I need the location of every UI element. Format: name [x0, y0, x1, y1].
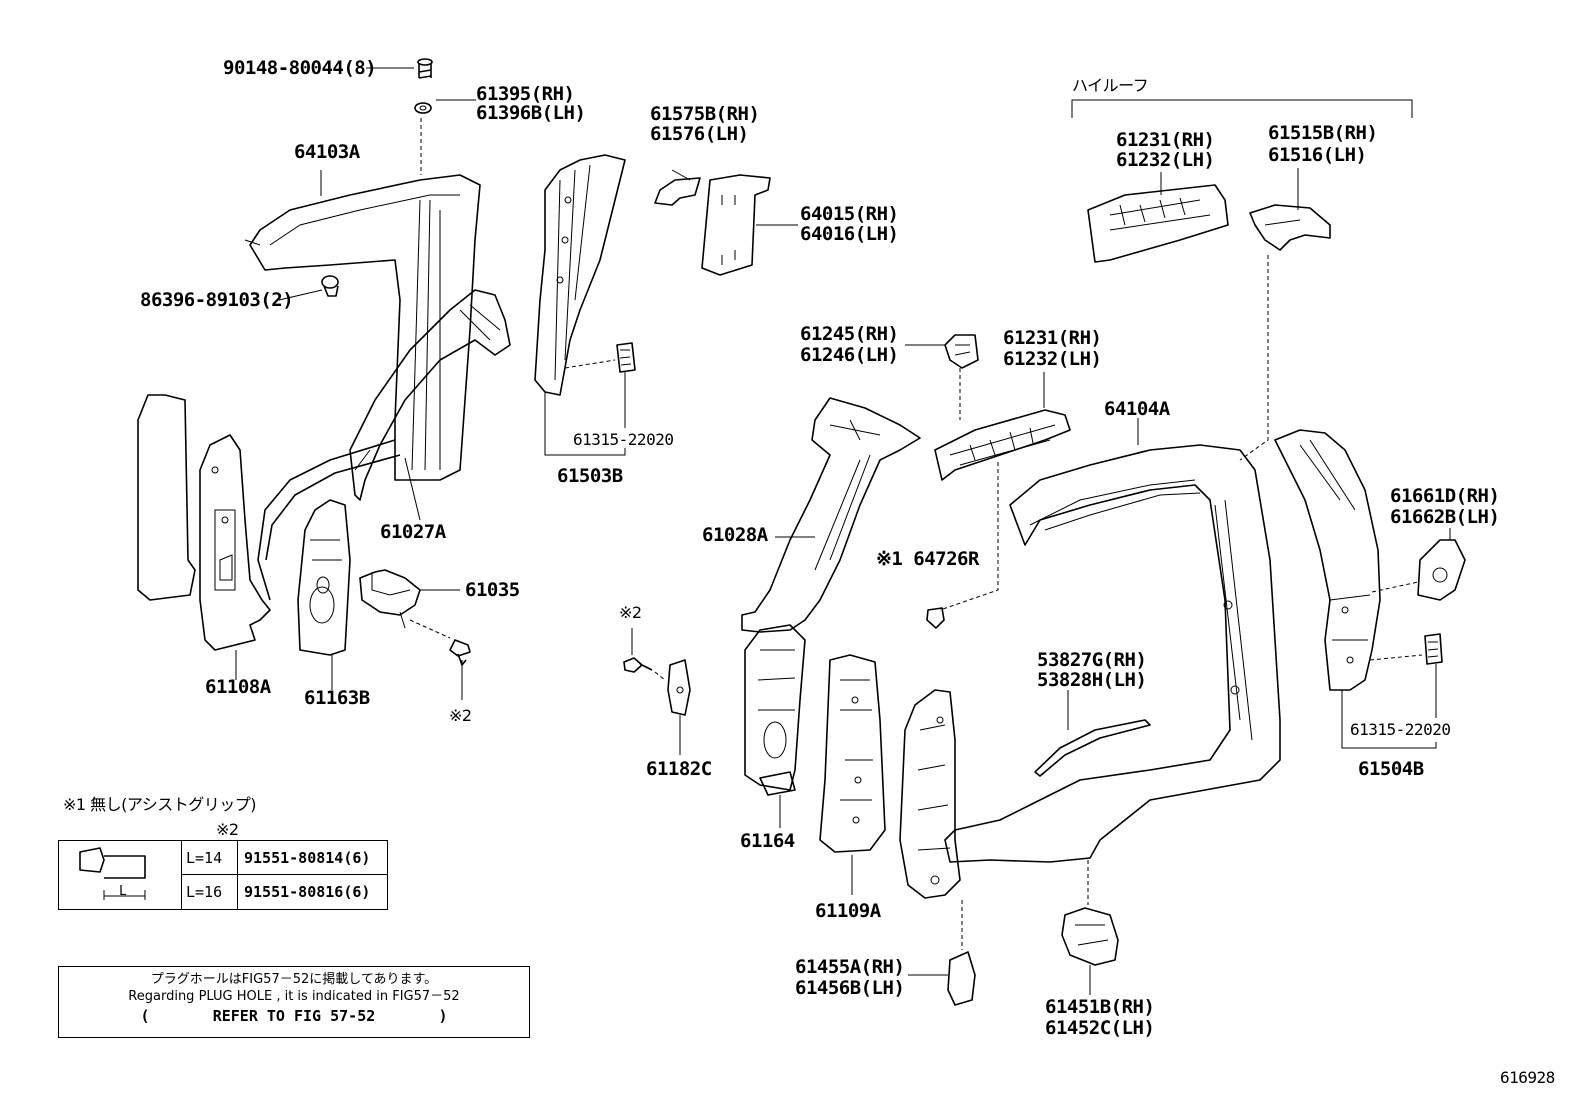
pillar-61108A — [137, 394, 271, 651]
pillar-61503B — [534, 154, 626, 396]
clip-64726R — [926, 607, 945, 629]
reference-line-1: プラグホールはFIG57－52に掲載してあります。 — [150, 972, 438, 987]
label-61575: 61575B(RH) — [650, 103, 760, 125]
label-53828: 53828H(LH) — [1037, 669, 1147, 691]
mark-2-b: ※2 — [619, 603, 642, 622]
label-61315-a: 61315-22020 — [573, 430, 674, 449]
label-61232-high: 61232(LH) — [1116, 149, 1215, 171]
bolt-length-1: L=14 — [186, 849, 223, 867]
label-61455: 61455A(RH) — [795, 956, 905, 978]
reference-box: プラグホールはFIG57－52に掲載してあります。 Regarding PLUG… — [58, 966, 530, 1038]
door-frame-panel-64103A — [244, 174, 481, 601]
label-64016: 64016(LH) — [800, 223, 899, 245]
label-61035: 61035 — [465, 579, 520, 601]
washer-icon — [414, 102, 432, 114]
reference-line-2: Regarding PLUG HOLE , it is indicated in… — [128, 989, 460, 1004]
label-61108: 61108A — [205, 676, 271, 698]
label-64103: 64103A — [294, 141, 360, 163]
bolt-dim-label: L — [119, 884, 127, 899]
bracket-61035 — [359, 569, 421, 629]
label-61451: 61451B(RH) — [1045, 996, 1155, 1018]
note-2-mark: ※2 — [216, 820, 239, 839]
bolt-icon — [449, 639, 471, 666]
pillar-61163B — [297, 499, 351, 656]
label-61396: 61396B(LH) — [476, 102, 586, 124]
label-61516: 61516(LH) — [1268, 144, 1367, 166]
label-64015: 64015(RH) — [800, 203, 899, 225]
roof-panel-61231-high — [1087, 184, 1229, 263]
bolt-part-1: 91551-80814(6) — [244, 849, 371, 867]
bolt-table: L L=14 91551-80814(6) L=16 91551-80816(6… — [58, 840, 388, 910]
label-61232: 61232(LH) — [1003, 348, 1102, 370]
bracket-61182C — [667, 659, 691, 716]
label-high-roof: ハイルーフ — [1072, 76, 1149, 95]
label-64726: ※1 64726R — [876, 548, 979, 570]
label-86396: 86396-89103(2) — [140, 289, 294, 311]
label-61662: 61662B(LH) — [1390, 506, 1500, 528]
label-61661: 61661D(RH) — [1390, 485, 1500, 507]
label-61028: 61028A — [702, 524, 768, 546]
label-61109: 61109A — [815, 900, 881, 922]
clip-icon — [321, 275, 339, 297]
label-61315-b: 61315-22020 — [1350, 720, 1451, 739]
label-61164: 61164 — [740, 830, 795, 852]
bracket-61245 — [944, 334, 979, 369]
bracket-61451B — [1061, 907, 1119, 966]
label-53827: 53827G(RH) — [1037, 649, 1147, 671]
reference-line-3: ( REFER TO FIG 57-52 ) — [140, 1007, 448, 1025]
label-61456: 61456B(LH) — [795, 977, 905, 999]
bolt-table-icon — [79, 847, 146, 900]
label-61231: 61231(RH) — [1003, 327, 1102, 349]
roof-rail-61231 — [934, 409, 1071, 481]
label-61182: 61182C — [646, 758, 712, 780]
plate-61315 — [1424, 633, 1443, 665]
label-61452: 61452C(LH) — [1045, 1017, 1155, 1039]
label-61515: 61515B(RH) — [1268, 122, 1378, 144]
label-90148: 90148-80044(8) — [223, 57, 377, 79]
label-61163: 61163B — [304, 687, 370, 709]
label-61027: 61027A — [380, 521, 446, 543]
bracket-61455A — [947, 951, 976, 1006]
body-panel-64104A — [944, 444, 1281, 863]
bracket-61661D — [1417, 539, 1466, 601]
label-64104: 64104A — [1104, 398, 1170, 420]
label-61246: 61246(LH) — [800, 344, 899, 366]
pillar-61109A — [819, 654, 886, 853]
diagram-id: 616928 — [1500, 1068, 1555, 1087]
label-61395: 61395(RH) — [476, 83, 575, 105]
pillar-61164 — [744, 624, 806, 796]
roof-rail-61027A — [349, 289, 511, 501]
pillar-61028A — [741, 397, 921, 633]
label-61231-high: 61231(RH) — [1116, 129, 1215, 151]
bolt-part-2: 91551-80816(6) — [244, 883, 371, 901]
gusset-61575B — [654, 177, 701, 206]
bolt-length-2: L=16 — [186, 883, 223, 901]
wheel-arch-seal-53827G — [1034, 719, 1151, 777]
pillar-rear-inner — [899, 689, 961, 899]
mark-2-a: ※2 — [449, 706, 472, 725]
pillar-61504B — [1274, 429, 1381, 691]
label-61576: 61576(LH) — [650, 123, 749, 145]
roof-bracket-61515B — [1249, 204, 1331, 251]
bolt-icon — [417, 58, 433, 79]
label-61504: 61504B — [1358, 758, 1424, 780]
plate-61315 — [616, 342, 636, 373]
label-61503: 61503B — [557, 465, 623, 487]
note-1: ※1 無し(アシストグリップ) — [63, 795, 257, 814]
label-61245: 61245(RH) — [800, 323, 899, 345]
bolt-icon — [623, 657, 653, 673]
panel-64015 — [701, 174, 771, 276]
